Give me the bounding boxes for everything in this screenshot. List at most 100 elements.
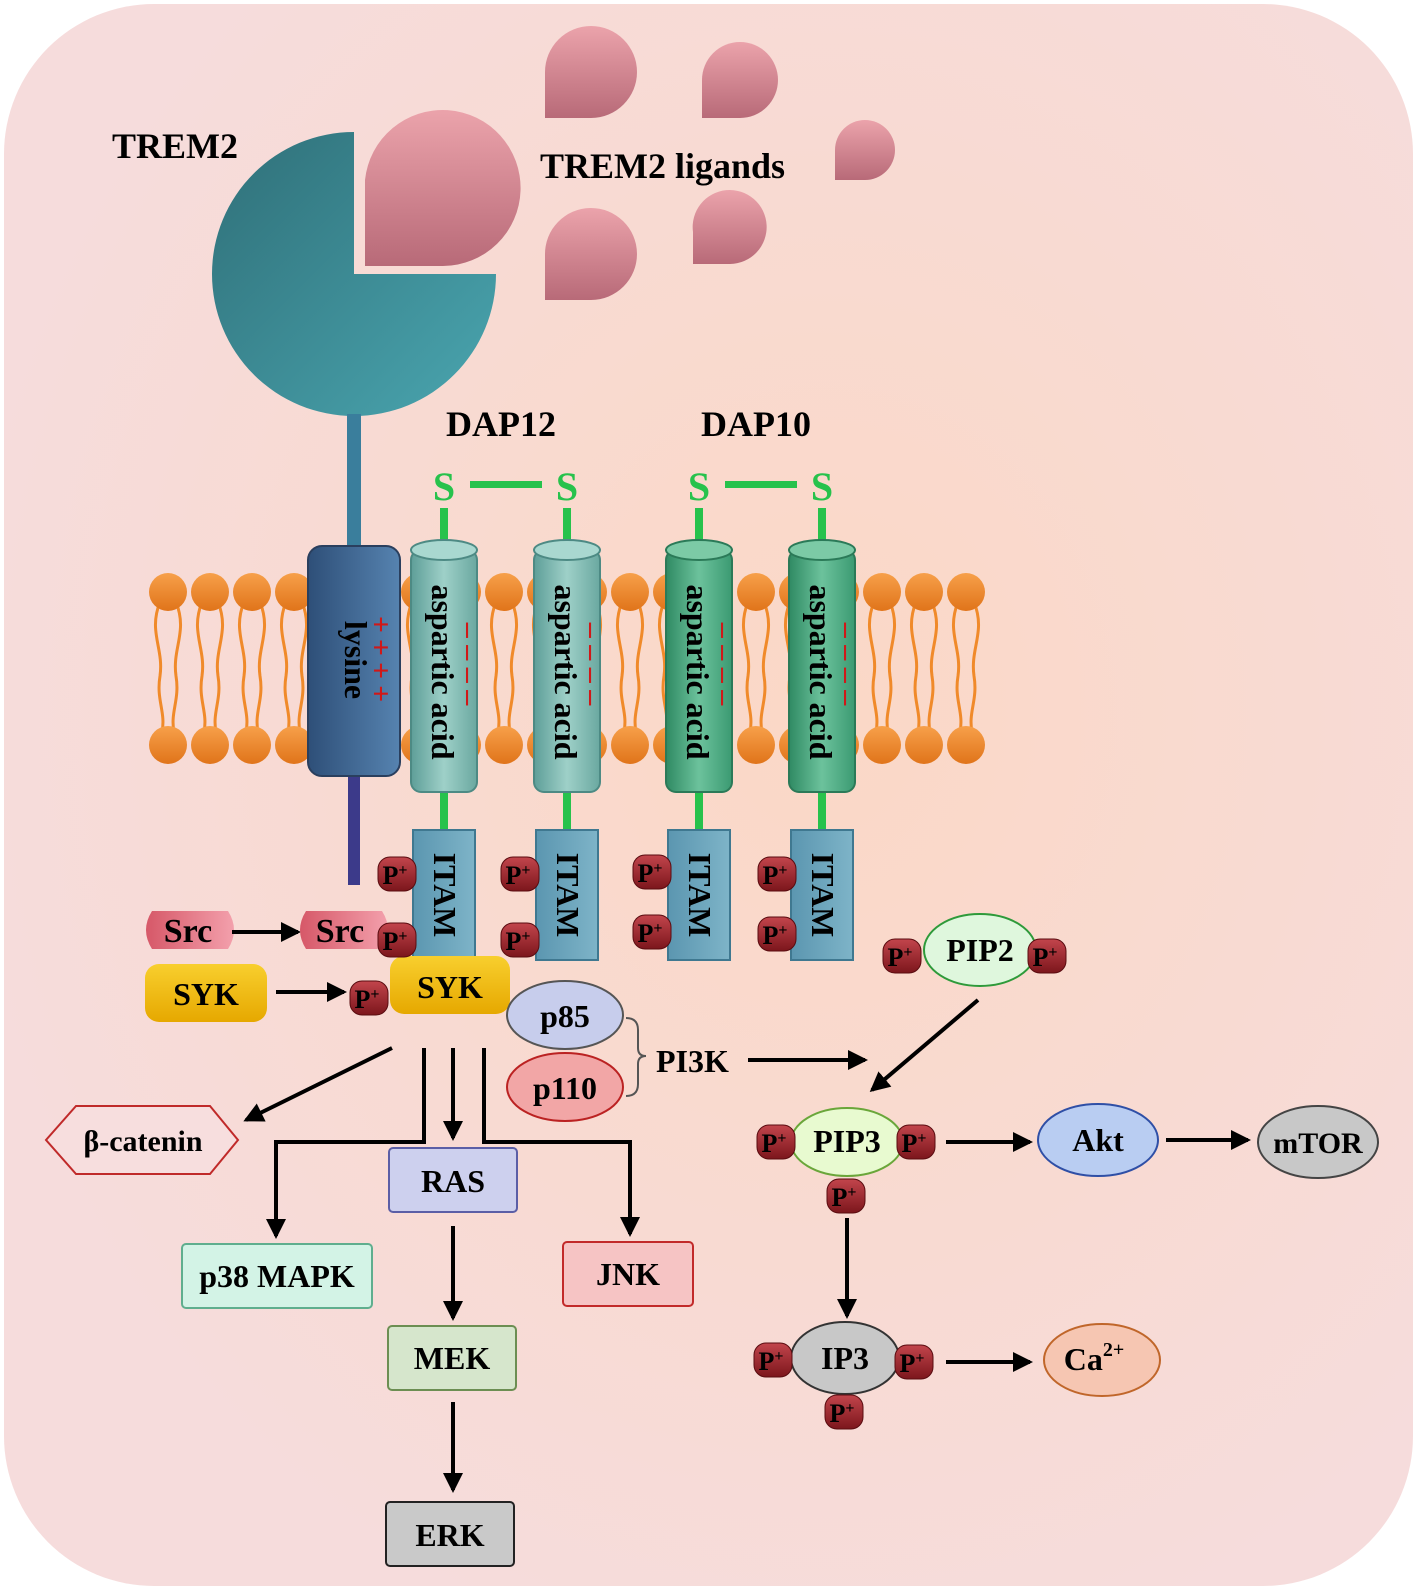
ligand — [835, 120, 895, 180]
phospholipid — [863, 573, 901, 764]
calcium-label: Ca2+ — [1064, 1339, 1125, 1377]
phosphate-group: P+ — [894, 1344, 934, 1380]
svg-text:P+: P+ — [382, 861, 407, 890]
svg-text:P+: P+ — [1032, 943, 1057, 972]
beta-catenin-label: β-catenin — [83, 1125, 202, 1158]
phosphate-group: P+ — [500, 856, 540, 892]
svg-text:P+: P+ — [831, 1183, 856, 1212]
svg-text:P+: P+ — [761, 1129, 786, 1158]
phospholipid — [149, 573, 187, 764]
phospholipid — [947, 573, 985, 764]
pip2-label: PIP2 — [946, 932, 1014, 968]
mtor-label: mTOR — [1273, 1127, 1363, 1160]
erk-label: ERK — [415, 1517, 484, 1553]
src-label: Src — [316, 913, 364, 950]
src-active: Src — [300, 911, 388, 950]
svg-text:P+: P+ — [901, 1129, 926, 1158]
svg-text:P+: P+ — [382, 927, 407, 956]
syk-downstream-arrows — [243, 1046, 640, 1493]
lysine-charges: ++++ — [364, 616, 397, 708]
sulfur-label: S — [688, 464, 710, 509]
phosphate-group: P+ — [377, 856, 417, 892]
dap12-chain: aspartic acid– – – – ITAM — [533, 508, 609, 961]
svg-text:P+: P+ — [505, 861, 530, 890]
aspartic-acid-label: aspartic acid — [680, 584, 716, 759]
dap10-chain: aspartic acid– – – –ITAM — [665, 508, 741, 961]
dap10-chain: aspartic acid– – – – ITAM — [788, 508, 864, 961]
aspartic-acid-charges: – – – – — [831, 622, 864, 707]
akt: Akt — [1037, 1103, 1159, 1177]
phosphate-group: P+ — [349, 980, 389, 1016]
phosphate-group: P+ — [632, 914, 672, 950]
sulfur-label: S — [811, 464, 833, 509]
ligand — [692, 190, 767, 264]
mek: MEK — [387, 1325, 517, 1391]
dap10-label: DAP10 — [701, 404, 811, 444]
ip3-label: IP3 — [821, 1340, 869, 1376]
phosphate-group: P+ — [756, 1124, 796, 1160]
p38-label: p38 MAPK — [199, 1258, 355, 1294]
p110-label: p110 — [533, 1070, 597, 1106]
itam-label: ITAM — [550, 853, 586, 938]
aspartic-acid-charges: – – – – — [708, 622, 741, 707]
phosphate-group: P+ — [757, 916, 797, 952]
svg-text:P+: P+ — [899, 1349, 924, 1378]
pi3k-bracket — [625, 1017, 647, 1097]
sulfur-label: S — [433, 464, 455, 509]
pip2: PIP2 — [923, 913, 1037, 987]
jnk: JNK — [562, 1241, 694, 1307]
itam-label: ITAM — [805, 853, 841, 938]
phosphate-group: P+ — [753, 1342, 793, 1378]
syk-active: SYK — [390, 956, 510, 1014]
pi3k-label: PI3K — [656, 1043, 729, 1079]
ras: RAS — [388, 1147, 518, 1213]
svg-text:P+: P+ — [637, 919, 662, 948]
phosphate-group: P+ — [824, 1394, 864, 1430]
lysine-label: lysine — [338, 621, 374, 699]
phospholipid — [485, 573, 523, 764]
beta-catenin: β-catenin — [44, 1105, 240, 1175]
phosphate-group: P+ — [632, 854, 672, 890]
src-inactive: Src — [146, 911, 234, 950]
dap12-label: DAP12 — [446, 404, 556, 444]
pip3: PIP3 — [790, 1107, 904, 1177]
aspartic-acid-charges: – – – – — [576, 622, 609, 707]
akt-label: Akt — [1072, 1122, 1124, 1158]
ligands-label: TREM2 ligands — [540, 146, 785, 186]
aspartic-acid-label: aspartic acid — [548, 584, 584, 759]
svg-text:P+: P+ — [354, 985, 379, 1014]
svg-text:P+: P+ — [505, 927, 530, 956]
phosphate-group: P+ — [896, 1124, 936, 1160]
phospholipid — [737, 573, 775, 764]
itam-label: ITAM — [427, 853, 463, 938]
ligand-large — [365, 110, 521, 266]
phospholipid — [275, 573, 313, 764]
phospholipid — [905, 573, 943, 764]
svg-text:P+: P+ — [762, 921, 787, 950]
trem2-receptor — [212, 132, 496, 885]
ligand — [702, 42, 778, 118]
phosphate-group: P+ — [826, 1178, 866, 1214]
p38-mapk: p38 MAPK — [181, 1243, 373, 1309]
ras-label: RAS — [421, 1163, 485, 1199]
svg-text:P+: P+ — [637, 859, 662, 888]
aspartic-acid-label: aspartic acid — [803, 584, 839, 759]
aspartic-acid-charges: – – – – — [453, 622, 486, 707]
syk-inactive: SYK — [145, 964, 267, 1022]
ligand — [545, 26, 637, 118]
svg-text:P+: P+ — [762, 861, 787, 890]
p110-subunit: p110 — [506, 1052, 624, 1122]
trem2-tail — [348, 770, 360, 885]
jnk-label: JNK — [596, 1256, 660, 1292]
trem2-ligands — [365, 26, 895, 300]
ip3: IP3 — [790, 1321, 900, 1395]
phospholipid — [191, 573, 229, 764]
phospholipid — [611, 573, 649, 764]
dap12-chain: aspartic acid– – – – ITAM — [410, 508, 486, 961]
phosphate-group: P+ — [377, 922, 417, 958]
aspartic-acid-label: aspartic acid — [425, 584, 461, 759]
phosphate-group: P+ — [500, 922, 540, 958]
mtor: mTOR — [1257, 1105, 1379, 1179]
calcium: Ca2+ — [1043, 1323, 1161, 1397]
trem2-stalk — [347, 414, 361, 564]
